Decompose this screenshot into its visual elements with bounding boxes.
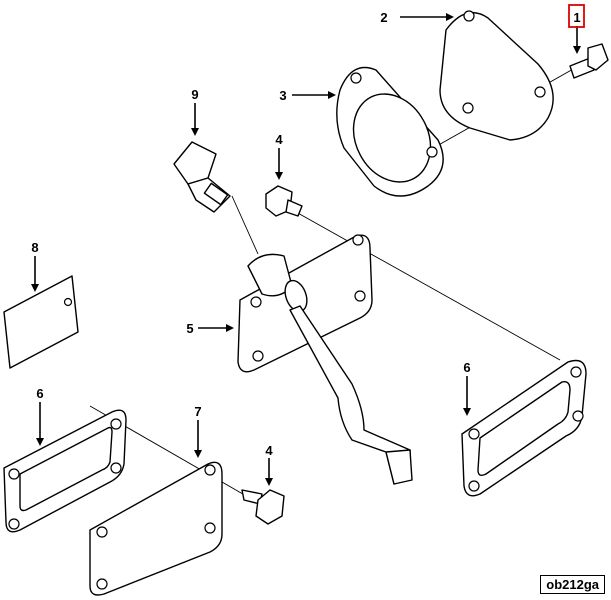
cover-gasket — [336, 66, 444, 197]
cover-plate — [439, 10, 554, 141]
callout-5: 5 — [186, 321, 193, 336]
callout-6-left: 6 — [36, 386, 43, 401]
bolt-part-1 — [569, 43, 609, 79]
callout-7: 7 — [194, 404, 201, 419]
bolt-part-4-top — [265, 185, 303, 217]
callout-leaders — [31, 13, 581, 486]
callout-6-right: 6 — [463, 360, 470, 375]
callout-3: 3 — [279, 88, 286, 103]
callout-4-top: 4 — [275, 132, 283, 147]
callout-1-highlight — [568, 4, 585, 28]
reference-code: ob212ga — [540, 575, 605, 594]
callout-1: 1 — [573, 10, 580, 25]
block-off-plate — [89, 461, 223, 596]
callout-8: 8 — [31, 240, 38, 255]
gasket-right — [461, 359, 587, 497]
callout-2: 2 — [380, 10, 387, 25]
callout-4-bottom: 4 — [265, 443, 273, 458]
gasket-left — [3, 409, 127, 533]
sensor-part-9 — [173, 141, 231, 213]
callout-labels: 1 2 3 4 4 5 6 6 7 8 9 — [31, 10, 580, 458]
bolt-part-4-bottom — [241, 489, 285, 525]
label-plate — [3, 275, 79, 369]
mounting-plate — [237, 234, 413, 485]
callout-9: 9 — [191, 87, 198, 102]
